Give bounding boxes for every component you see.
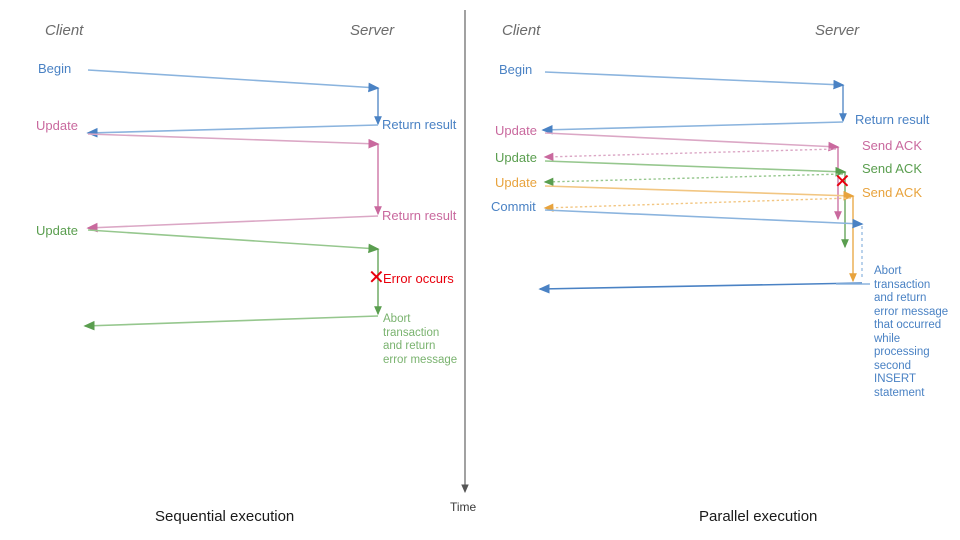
right-lane-server-title: Server xyxy=(815,22,860,39)
right-label-update-1: Update xyxy=(495,123,537,138)
left-arrow-abort-return xyxy=(83,315,379,331)
left-abort-note-l3: and return xyxy=(383,340,436,352)
left-label-update-2: Update xyxy=(36,223,78,238)
left-label-return-result-2: Return result xyxy=(382,208,457,223)
right-arrow-return-result xyxy=(541,121,844,135)
left-arrow-begin xyxy=(87,69,380,93)
right-arrow-begin xyxy=(544,71,845,90)
right-abort-note-l5: that occurred xyxy=(874,319,942,331)
right-label-update-3: Update xyxy=(495,175,537,190)
right-abort-note-l1: Abort xyxy=(874,265,902,277)
left-arrow-update-2 xyxy=(87,229,380,254)
right-arrow-ack-3 xyxy=(543,197,852,212)
left-label-update-1: Update xyxy=(36,118,78,133)
left-abort-note-l2: transaction xyxy=(383,326,440,339)
right-abort-note-l4: error message xyxy=(874,305,949,318)
right-arrow-commit xyxy=(544,209,864,229)
left-arrow-return-result-2 xyxy=(86,215,379,233)
caption-parallel: Parallel execution xyxy=(699,508,818,525)
right-label-update-2: Update xyxy=(495,150,537,165)
left-lane-server-title: Server xyxy=(350,22,395,39)
left-abort-note-l1: Abort xyxy=(383,313,411,325)
left-label-begin: Begin xyxy=(38,61,72,76)
right-error-x-mark-icon: ✕ xyxy=(834,171,851,193)
left-label-return-result-1: Return result xyxy=(382,117,457,132)
right-abort-note-l9: INSERT xyxy=(874,373,916,385)
right-arrow-update-2 xyxy=(544,160,847,177)
left-lane-client-title: Client xyxy=(45,22,84,39)
caption-sequential: Sequential execution xyxy=(155,508,295,525)
right-abort-note-l2: transaction xyxy=(874,278,931,291)
left-arrow-update-1 xyxy=(87,133,380,149)
right-abort-note-l8: second xyxy=(874,359,912,372)
right-arrow-ack-2 xyxy=(543,173,844,186)
right-label-return-result: Return result xyxy=(855,112,930,127)
right-abort-note-l6: while xyxy=(874,332,901,345)
left-abort-note-l4: error message xyxy=(383,353,458,366)
left-error-label: Error occurs xyxy=(383,271,454,286)
right-label-ack-3: Send ACK xyxy=(862,185,922,200)
right-label-commit: Commit xyxy=(491,199,536,214)
right-lane-client-title: Client xyxy=(502,22,541,39)
right-arrow-abort-return xyxy=(538,282,863,294)
right-arrow-update-1 xyxy=(544,132,840,152)
right-label-ack-1: Send ACK xyxy=(862,138,922,153)
right-label-begin: Begin xyxy=(499,62,533,77)
right-abort-note-l3: and return xyxy=(874,292,927,304)
time-axis-label: Time xyxy=(450,500,477,514)
right-label-ack-2: Send ACK xyxy=(862,161,922,176)
left-error-x-mark-icon: ✕ xyxy=(368,267,385,289)
right-abort-note-l10: statement xyxy=(874,386,925,399)
right-arrow-update-3 xyxy=(544,185,855,201)
right-arrow-ack-1 xyxy=(543,148,837,161)
left-arrow-return-result-1 xyxy=(86,124,379,138)
right-abort-note-l7: processing xyxy=(874,346,930,358)
